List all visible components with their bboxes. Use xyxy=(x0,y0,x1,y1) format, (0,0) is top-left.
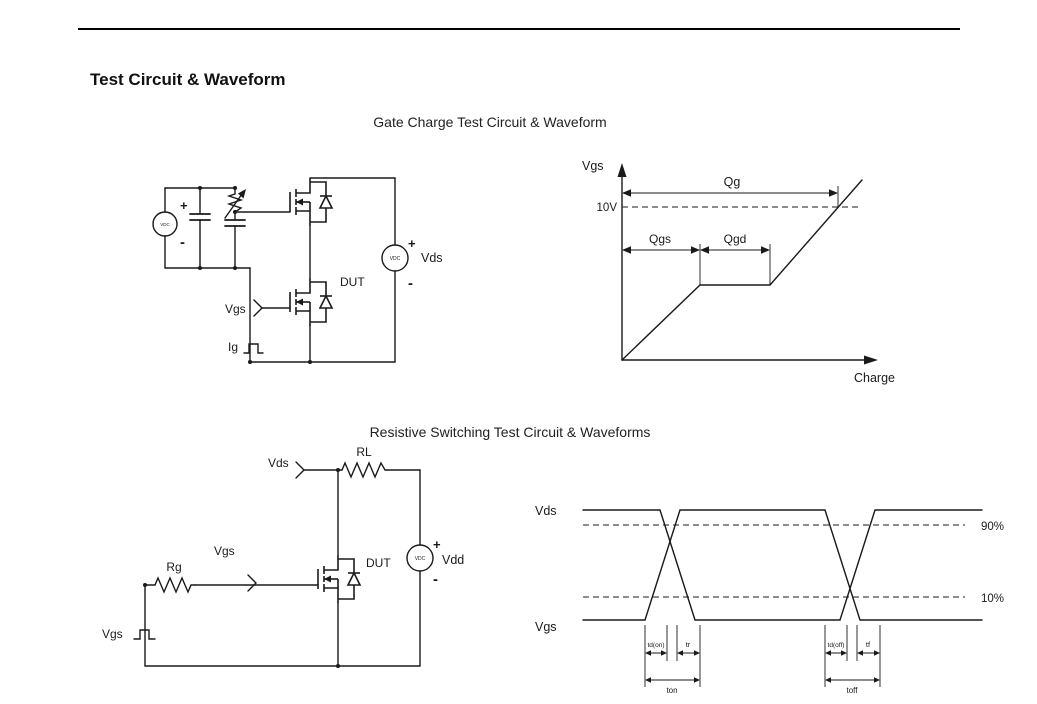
tf-label: tf xyxy=(866,640,871,649)
qg-label: Qg xyxy=(724,175,741,189)
y-axis-arrow-icon xyxy=(617,163,627,177)
level-10-label: 10% xyxy=(981,593,1004,605)
vdd-minus-sign: - xyxy=(433,571,438,588)
vdd-supply-symbol xyxy=(406,544,434,572)
vdd-label: Vdd xyxy=(442,553,464,567)
vds-probe-label: Vds xyxy=(268,456,289,470)
supply-minus-sign: - xyxy=(180,234,185,251)
toff-label: toff xyxy=(847,686,859,695)
gate-charge-axes xyxy=(621,175,867,361)
rl-label: RL xyxy=(356,445,372,459)
switching-time-arrows xyxy=(645,650,880,683)
ton-label: ton xyxy=(666,686,677,695)
drain-supply-symbol xyxy=(381,244,409,272)
gate-charge-circuit-diagram: VDC VDC + - DUT + Vds - Vgs Ig xyxy=(152,177,443,364)
gate-charge-circuit-wiring xyxy=(164,177,396,363)
vds-label: Vds xyxy=(421,251,443,265)
td-on-label: td(on) xyxy=(648,642,665,649)
section-title: Test Circuit & Waveform xyxy=(90,70,286,89)
vgs-trace-label: Vgs xyxy=(535,620,557,634)
vds-minus-sign: - xyxy=(408,275,413,292)
level-90-label: 90% xyxy=(981,521,1004,533)
gate-charge-guides xyxy=(699,186,839,285)
dut-mosfet-symbol xyxy=(289,277,333,327)
dut-label: DUT xyxy=(340,275,365,289)
ig-label: Ig xyxy=(228,340,238,354)
vds-trace-label: Vds xyxy=(535,504,557,518)
rg-label: Rg xyxy=(166,560,181,574)
resistive-switching-circuit-diagram: VDC Vds RL Rg Vgs DUT + Vdd - Vgs xyxy=(102,445,464,668)
qgd-label: Qgd xyxy=(724,232,747,246)
potentiometer-arrow-icon xyxy=(238,189,246,199)
x-axis-label: Charge xyxy=(854,371,895,385)
switching-time-guides xyxy=(644,625,881,687)
y-axis-label: Vgs xyxy=(582,159,604,173)
vdd-supply-label: VDC xyxy=(415,556,426,562)
vgs-trace xyxy=(582,509,983,621)
switching-circuit-wiring xyxy=(133,461,421,667)
dut-mosfet-symbol xyxy=(317,554,361,604)
vgs-input-label: Vgs xyxy=(102,627,123,641)
load-mosfet-symbol xyxy=(289,177,333,227)
gate-charge-measure-arrows xyxy=(622,189,838,254)
qgs-label: Qgs xyxy=(649,232,671,246)
top-rule xyxy=(78,28,960,30)
gate-charge-caption: Gate Charge Test Circuit & Waveform xyxy=(373,114,607,130)
supply-plus-sign: + xyxy=(180,198,188,213)
tr-label: tr xyxy=(686,640,691,649)
vgs-charge-curve xyxy=(621,179,863,361)
resistive-switching-waveform: Vds Vgs 90% 10% td(on) tr td(off) tf ton… xyxy=(535,504,1004,695)
level-10v-label: 10V xyxy=(597,202,618,214)
gate-charge-waveform: Vgs 10V Qg Qgs Qgd Charge xyxy=(582,159,895,385)
vgs-probe-label: Vgs xyxy=(214,544,235,558)
vdd-plus-sign: + xyxy=(433,537,441,552)
gate-supply-label: VDC xyxy=(160,222,170,227)
x-axis-arrow-icon xyxy=(864,355,878,365)
vds-plus-sign: + xyxy=(408,236,416,251)
dut-label: DUT xyxy=(366,556,391,570)
td-off-label: td(off) xyxy=(828,642,845,649)
vgs-label: Vgs xyxy=(225,302,246,316)
gate-supply-symbol xyxy=(152,211,178,237)
drain-supply-label: VDC xyxy=(390,256,401,262)
resistive-switching-caption: Resistive Switching Test Circuit & Wavef… xyxy=(369,424,651,440)
vds-trace xyxy=(582,509,983,621)
